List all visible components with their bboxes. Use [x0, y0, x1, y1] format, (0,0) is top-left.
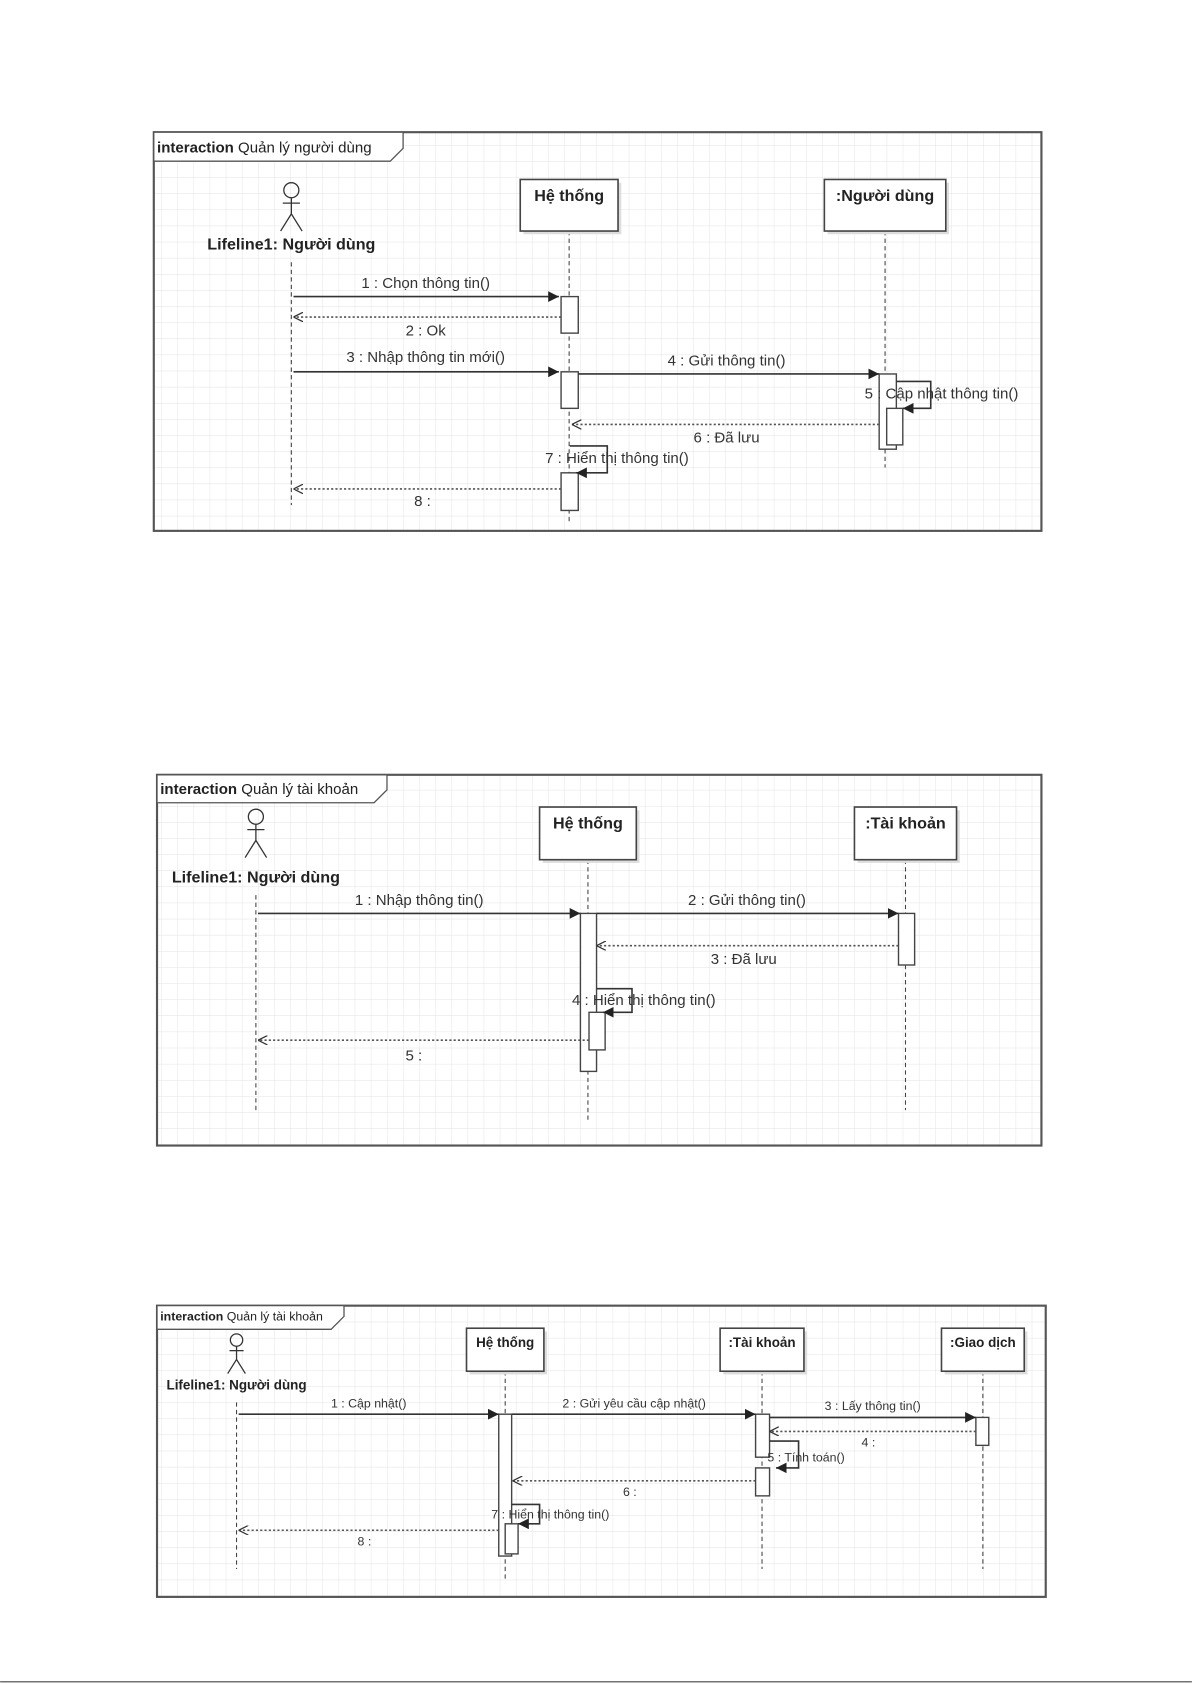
frame-name: Quản lý tài khoản — [223, 1310, 323, 1324]
activation-bar — [560, 371, 579, 410]
message-label: 4 : Hiển thị thông tin() — [572, 992, 716, 1009]
lifeline-box — [719, 1327, 805, 1373]
message-label: 1 : Cập nhật() — [331, 1397, 406, 1411]
diagram-frame — [155, 1304, 1047, 1598]
activation-bar — [560, 472, 579, 512]
message-label: 4 : — [862, 1435, 876, 1449]
message-label: 6 : Đã lưu — [694, 430, 760, 447]
activation-bar — [588, 1011, 606, 1051]
frame-kind: interaction — [160, 781, 237, 798]
lifeline-box — [519, 178, 619, 232]
self-message-arrow — [569, 445, 609, 479]
message-label: 5 : Tính toán() — [767, 1450, 844, 1464]
message-label: 2 : Gửi yêu cầu cập nhật() — [562, 1397, 705, 1411]
lifeline-label: :Người dùng — [836, 187, 934, 205]
message-label: 2 : Ok — [406, 322, 447, 339]
message-label: 4 : Gửi thông tin() — [668, 352, 786, 369]
message-label: 3 : Lấy thông tin() — [825, 1399, 921, 1413]
frame-title: interaction Quản lý người dùng — [157, 140, 372, 157]
lifeline-box — [823, 178, 947, 232]
actor-label: Lifeline1: Người dùng — [207, 235, 375, 253]
message-label: 8 : — [414, 493, 431, 510]
frame-tab — [156, 774, 388, 804]
message-label: 1 : Chọn thông tin() — [361, 275, 490, 292]
message-label: 6 : — [623, 1485, 637, 1499]
actor-icon — [280, 182, 303, 232]
sequence-diagram-3: interaction Quản lý tài khoảnLifeline1: … — [155, 1304, 1047, 1598]
lifeline-label: :Tài khoản — [728, 1335, 795, 1350]
activation-bar — [754, 1467, 771, 1497]
lifeline-label: Hệ thống — [534, 187, 604, 205]
actor-label: Lifeline1: Người dùng — [167, 1377, 307, 1392]
frame-title: interaction Quản lý tài khoản — [160, 1310, 323, 1324]
actor-legs — [244, 839, 268, 858]
activation-bar — [560, 295, 579, 334]
message-label: 3 : Nhập thông tin mới() — [346, 349, 505, 366]
frame-kind: interaction — [157, 140, 234, 157]
sequence-diagram-1: interaction Quản lý người dùngLifeline1:… — [152, 131, 1043, 532]
activation-bar — [897, 912, 916, 966]
sequence-diagram-2: interaction Quản lý tài khoảnLifeline1: … — [155, 773, 1043, 1147]
message-label: 7 : Hiển thị thông tin() — [545, 450, 689, 467]
self-message-arrow — [896, 380, 932, 414]
lifeline-label: :Giao dịch — [950, 1335, 1016, 1350]
self-message-arrow — [769, 1440, 800, 1474]
lifeline-box — [853, 806, 958, 861]
activation-bar — [504, 1523, 519, 1555]
actor-icon — [227, 1333, 246, 1374]
self-message-arrow — [596, 987, 633, 1018]
message-label: 1 : Nhập thông tin() — [355, 892, 484, 909]
lifeline-box — [538, 806, 638, 861]
lifeline-label: Hệ thống — [553, 815, 623, 833]
message-label: 5 : — [405, 1048, 422, 1065]
frame-tab — [156, 1305, 345, 1330]
lifeline-box — [465, 1327, 545, 1373]
message-label: 8 : — [358, 1534, 372, 1548]
frame-title: interaction Quản lý tài khoản — [160, 781, 358, 798]
frame-name: Quản lý người dùng — [234, 140, 372, 157]
frame-name: Quản lý tài khoản — [237, 781, 358, 798]
frame-kind: interaction — [160, 1310, 223, 1324]
actor-label: Lifeline1: Người dùng — [172, 868, 340, 886]
actor-legs — [227, 1358, 246, 1374]
activation-bar — [975, 1416, 990, 1447]
message-label: 5 : Cập nhật thông tin() — [865, 386, 1019, 403]
message-label: 2 : Gửi thông tin() — [688, 892, 806, 909]
message-label: 7 : Hiển thị thông tin() — [491, 1507, 609, 1521]
actor-legs — [280, 212, 303, 232]
lifeline-label: Hệ thống — [476, 1335, 534, 1350]
lifeline-box — [940, 1327, 1026, 1373]
message-label: 3 : Đã lưu — [711, 951, 777, 968]
activation-bar — [498, 1413, 513, 1557]
activation-bar — [885, 407, 904, 446]
lifeline-label: :Tài khoản — [865, 815, 946, 833]
frame-tab — [153, 131, 404, 162]
self-message-arrow — [511, 1503, 541, 1530]
actor-icon — [244, 808, 268, 858]
